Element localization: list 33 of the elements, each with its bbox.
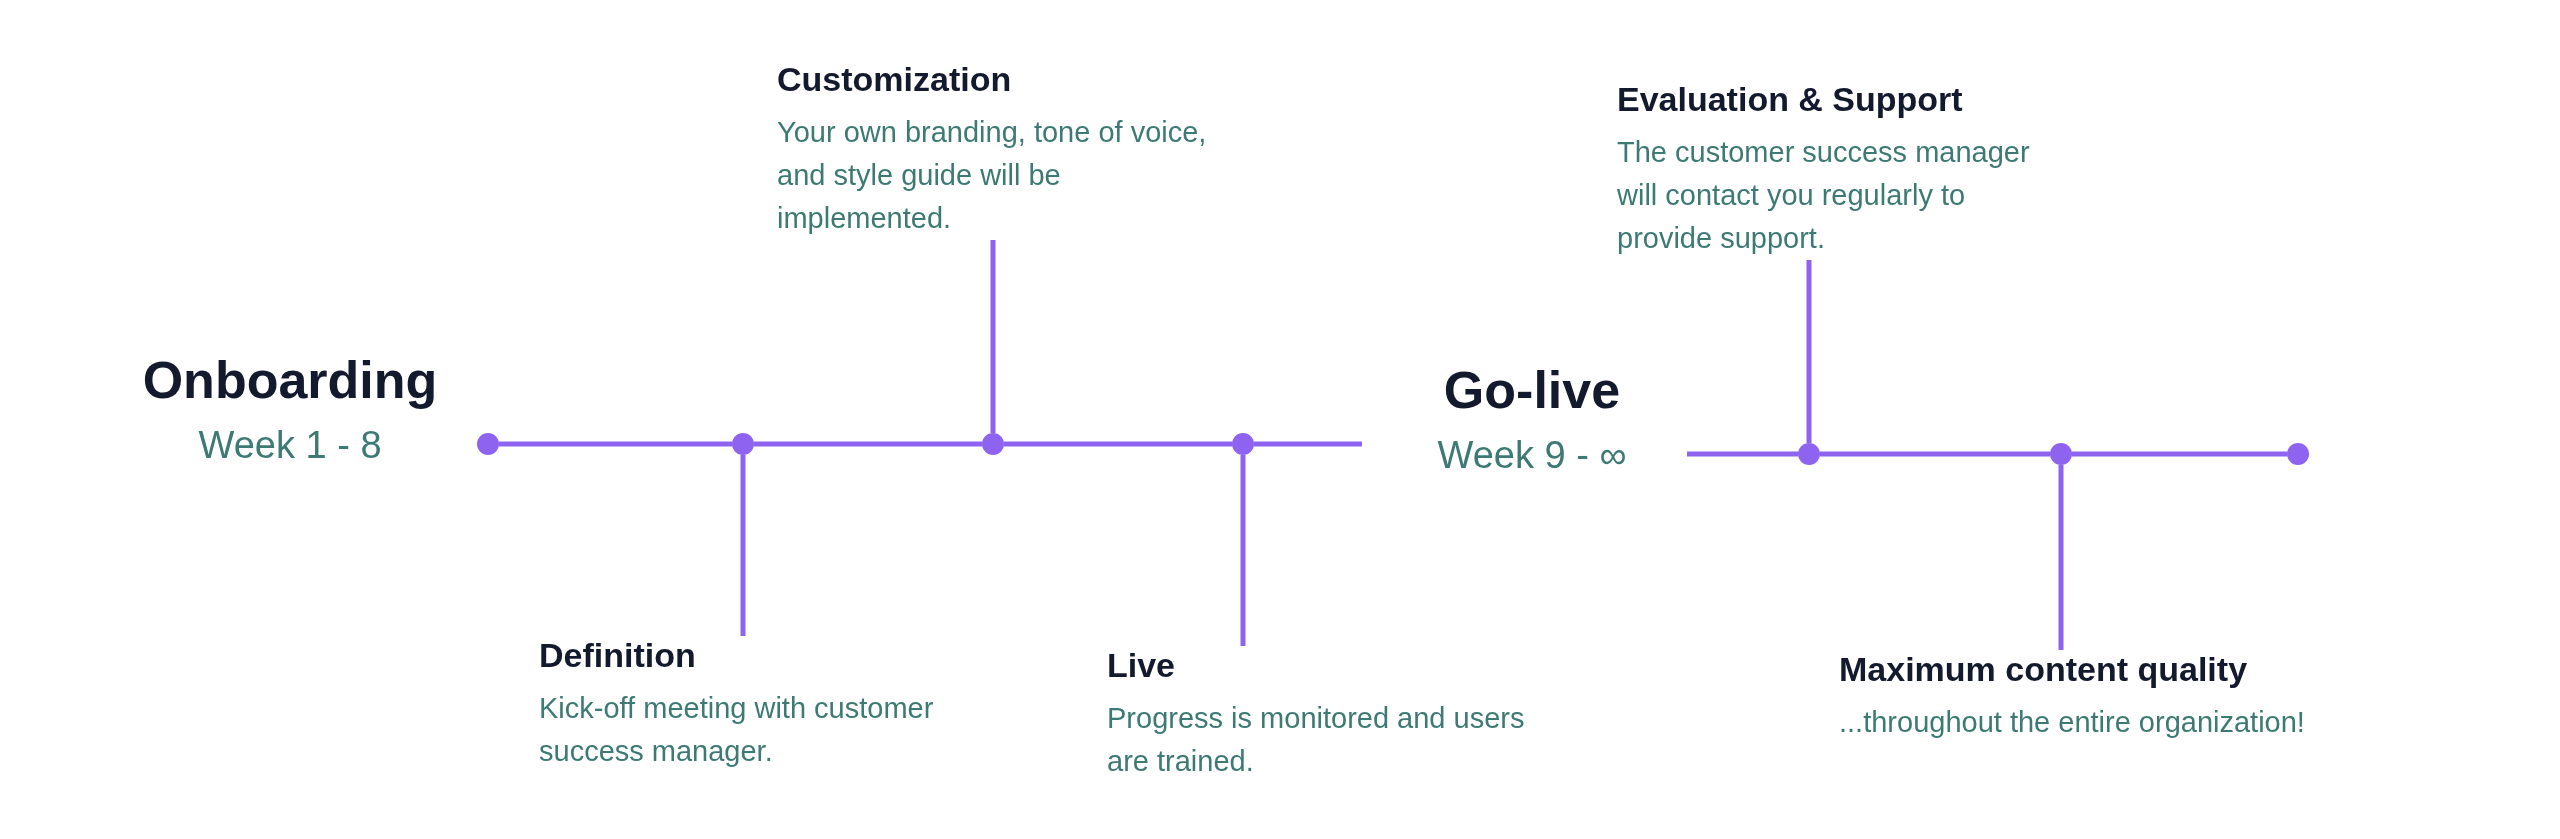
- phase-title: Onboarding: [142, 350, 438, 410]
- timeline-line: [754, 441, 982, 447]
- leader-line: [2058, 465, 2064, 650]
- milestone-title: Maximum content quality: [1839, 650, 2248, 689]
- timeline-dot: [2050, 443, 2072, 465]
- leader-line: [1806, 260, 1812, 443]
- timeline-line: [1820, 451, 2050, 457]
- timeline-line: [2072, 451, 2287, 457]
- timeline-line: [1004, 441, 1232, 447]
- leader-line: [990, 240, 996, 433]
- milestone-description: Kick-off meeting with customer success manager.: [539, 691, 935, 769]
- timeline-dot: [732, 433, 754, 455]
- milestone-description: Progress is monitored and users are trained.: [1107, 701, 1526, 779]
- milestone-title: Live: [1107, 646, 1176, 685]
- timeline-dot: [477, 433, 499, 455]
- phase-duration: Week 1 - 8: [198, 424, 382, 467]
- timeline-dot: [982, 433, 1004, 455]
- milestone-description: ...throughout the entire organization!: [1839, 705, 2306, 740]
- milestone-title: Evaluation & Support: [1617, 80, 1963, 119]
- timeline-line: [1254, 441, 1362, 447]
- leader-line: [1240, 455, 1246, 646]
- milestone-description: Your own branding, tone of voice, and style guide will be implemented.: [777, 115, 1208, 236]
- timeline-dot: [1798, 443, 1820, 465]
- timeline-line: [499, 441, 732, 447]
- timeline-dot: [1232, 433, 1254, 455]
- timeline-line: [1687, 451, 1798, 457]
- phase-title: Go-live: [1443, 360, 1621, 420]
- phase-duration: Week 9 - ∞: [1437, 434, 1627, 477]
- milestone-description: The customer success manager will contact you regularly to provide support.: [1617, 135, 2031, 256]
- milestone-title: Definition: [539, 636, 696, 675]
- milestone-title: Customization: [777, 60, 1012, 99]
- timeline-dot: [2287, 443, 2309, 465]
- leader-line: [740, 455, 746, 636]
